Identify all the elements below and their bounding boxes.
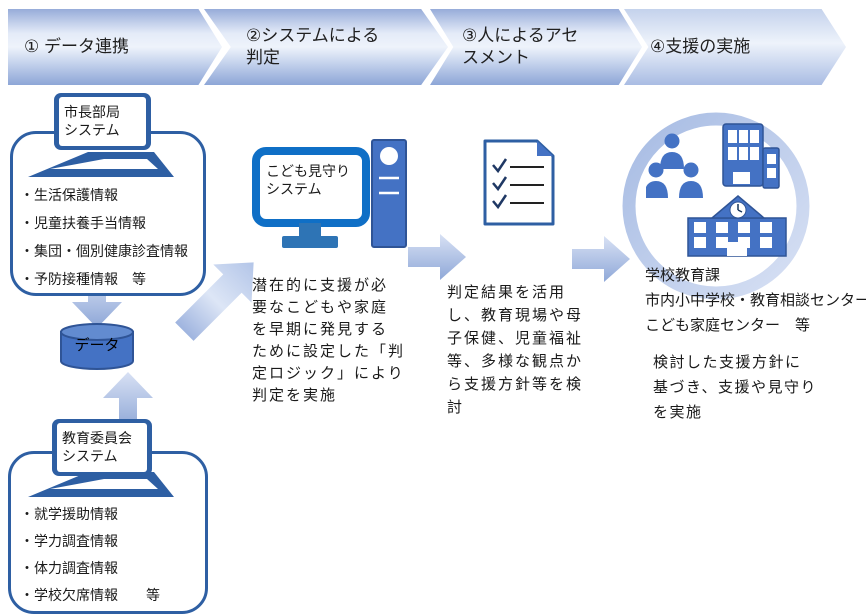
judgement-description: 潜在的に支援が必 要なこどもや家庭 を早期に発見する ために設定した「判 定ロジ…: [252, 277, 406, 404]
arrow-down-icon: [72, 276, 122, 328]
arrow-right-icon: [408, 234, 466, 280]
arrow-right-icon: [572, 236, 630, 282]
step-arrow-1: ① データ連携: [8, 9, 222, 85]
assessment-description: 判定結果を活用 し、教育現場や母 子保健、児童福祉 等、多様な観点か ら支援方針…: [447, 284, 584, 416]
board-info-list: ・就学援助情報 ・学力調査情報 ・体力調査情報 ・学校欠席情報 等: [20, 501, 200, 609]
step-arrow-4: ④支援の実施: [624, 9, 846, 85]
arrow-up-right-icon: [175, 262, 254, 341]
board-system-label-box: 教育委員会 システム: [52, 419, 152, 476]
org-line: 学校教育課: [645, 267, 721, 284]
watch-system-label: こども見守り システム: [266, 163, 350, 198]
list-item: ・集団・個別健康診査情報: [20, 243, 188, 259]
list-item: ・就学援助情報: [20, 506, 118, 522]
desktop-monitor-icon: [252, 147, 370, 248]
arrow-up-icon: [103, 372, 153, 424]
mayor-system-label: 市長部局 システム: [59, 97, 146, 146]
board-system-label: 教育委員会 システム: [57, 423, 147, 472]
org-line: こども家庭センター 等: [645, 317, 811, 334]
step-arrow-2: ②システムによる 判定: [204, 9, 448, 85]
support-ring-icon: [622, 112, 810, 300]
support-organizations: 学校教育課 市内小中学校・教育相談センター こども家庭センター 等: [645, 263, 866, 338]
list-item: ・児童扶養手当情報: [20, 215, 146, 231]
org-line: 市内小中学校・教育相談センター: [645, 292, 866, 309]
database-label: データ: [74, 337, 120, 354]
checklist-icon: [483, 139, 555, 226]
step-arrow-3: ③人によるアセ スメント: [430, 9, 642, 85]
building-icon: [722, 123, 780, 189]
database-icon: [60, 323, 134, 370]
list-item: ・学校欠席情報 等: [20, 587, 160, 603]
support-description: 検討した支援方針に 基づき、支援や見守り を実施: [653, 354, 817, 421]
list-item: ・予防接種情報 等: [20, 271, 146, 287]
list-item: ・体力調査情報: [20, 560, 118, 576]
list-item: ・学力調査情報: [20, 533, 118, 549]
server-icon: [371, 139, 407, 248]
people-icon: [646, 133, 703, 198]
list-item: ・生活保護情報: [20, 187, 118, 203]
laptop-stand-icon: [28, 472, 174, 497]
mayor-info-list: ・生活保護情報 ・児童扶養手当情報 ・集団・個別健康診査情報 ・予防接種情報 等: [20, 181, 198, 293]
school-icon: [687, 195, 787, 257]
mayor-system-label-box: 市長部局 システム: [54, 93, 151, 150]
laptop-stand-icon: [28, 152, 174, 177]
